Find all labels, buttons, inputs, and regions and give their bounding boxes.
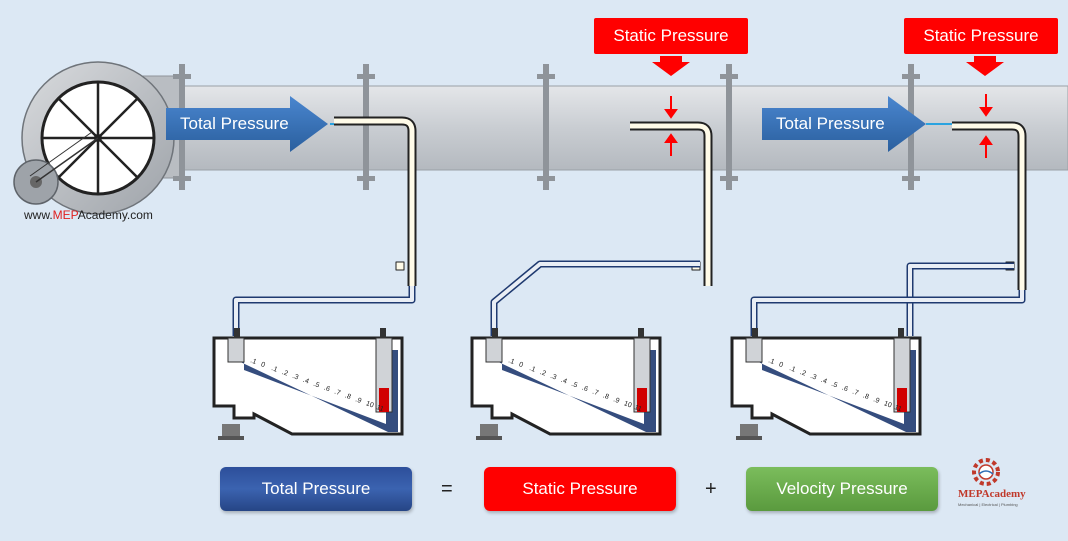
static-pressure-box: Static Pressure (484, 467, 676, 511)
gauge-2-tick-label: .9 (612, 396, 620, 405)
total-pressure-box: Total Pressure (220, 467, 412, 511)
gauge-3-tick-label: .9 (872, 396, 880, 405)
gauge-3-tick-label: .8 (862, 392, 870, 401)
gauge-2-tick-label: .5 (570, 381, 578, 390)
gauge-3-tick-label: .1 (767, 357, 775, 366)
gauge-1-tick-label: .1 (249, 357, 257, 366)
static-pressure-label-2: Static Pressure (904, 18, 1058, 54)
gauge-2-tick-label: .2 (539, 369, 547, 378)
static-pressure-label-1: Static Pressure (594, 18, 748, 54)
manometer-2 (470, 328, 662, 440)
gauge-1-tick-label: .9 (354, 396, 362, 405)
hoses (232, 260, 1026, 336)
gauge-2-tick-label: .4 (560, 377, 568, 386)
gauge-1-tick-label: .5 (312, 381, 320, 390)
fan (13, 61, 183, 215)
gauge-1-tick-label: .8 (344, 392, 352, 401)
gauge-2-tick-label: .1 (507, 357, 515, 366)
gauge-3-tick-label: .5 (830, 381, 838, 390)
gauge-3-tick-label: .6 (841, 385, 849, 394)
total-pressure-arrow-1 (166, 96, 328, 152)
velocity-pressure-box: Velocity Pressure (746, 467, 938, 511)
plus-sign: + (705, 478, 717, 500)
gauge-3-tick-label: 0 (778, 361, 784, 369)
pitot-tube-1 (334, 116, 417, 286)
total-pressure-arrow-2 (762, 96, 926, 152)
gauge-1-tick-label: .3 (291, 373, 299, 382)
manometer-3 (730, 328, 922, 440)
eq-total-bg (220, 467, 412, 511)
gauge-2-tick-label: 10 (623, 400, 633, 409)
gauge-2-tick-label: .3 (549, 373, 557, 382)
gauge-3-tick-label: .4 (820, 377, 828, 386)
gauge-3-tick-label: .3 (809, 373, 817, 382)
gauge-1-tick-label: .6 (323, 385, 331, 394)
gauge-1-tick-label: .2 (281, 369, 289, 378)
gauge-2-tick-label: 11 (633, 404, 642, 413)
gauge-3-tick-label: 11 (893, 404, 902, 413)
total-pressure-label-1: Total Pressure (180, 114, 289, 133)
website-url: www.MEPAcademy.com (24, 208, 153, 222)
gauge-3-tick-label: .1 (788, 365, 796, 374)
eq-static-bg (484, 467, 676, 511)
gauge-2-tick-label: .6 (581, 385, 589, 394)
logo-tagline: Mechanical | Electrical | Plumbing (958, 502, 1018, 507)
manometer-1 (212, 328, 404, 440)
gauge-1-tick-label: .7 (333, 389, 341, 398)
gauge-2-tick-label: .1 (528, 365, 536, 374)
gauge-1-tick-label: .4 (302, 377, 310, 386)
gauge-2-tick-label: .8 (602, 392, 610, 401)
gauge-1-tick-label: 10 (365, 400, 375, 409)
static-arrow-1 (652, 56, 690, 76)
static-markers-2 (979, 94, 993, 158)
gauge-1-tick-label: 0 (260, 361, 266, 369)
gauge-3-tick-label: 10 (883, 400, 893, 409)
gauge-3-tick-label: .7 (851, 389, 859, 398)
gauge-1-tick-label: .1 (270, 365, 278, 374)
gauge-3-tick-label: .2 (799, 369, 807, 378)
mepacademy-logo-icon (972, 458, 1000, 486)
static-markers-1 (664, 96, 678, 156)
gauge-2-tick-label: 0 (518, 361, 524, 369)
equals-sign: = (441, 478, 453, 500)
gauge-1-tick-label: 11 (375, 404, 384, 413)
logo-name: MEPAcademy (958, 488, 1026, 500)
gauge-2-tick-label: .7 (591, 389, 599, 398)
total-pressure-label-2: Total Pressure (776, 114, 885, 133)
static-arrow-2 (966, 56, 1004, 76)
eq-velocity-bg (746, 467, 938, 511)
